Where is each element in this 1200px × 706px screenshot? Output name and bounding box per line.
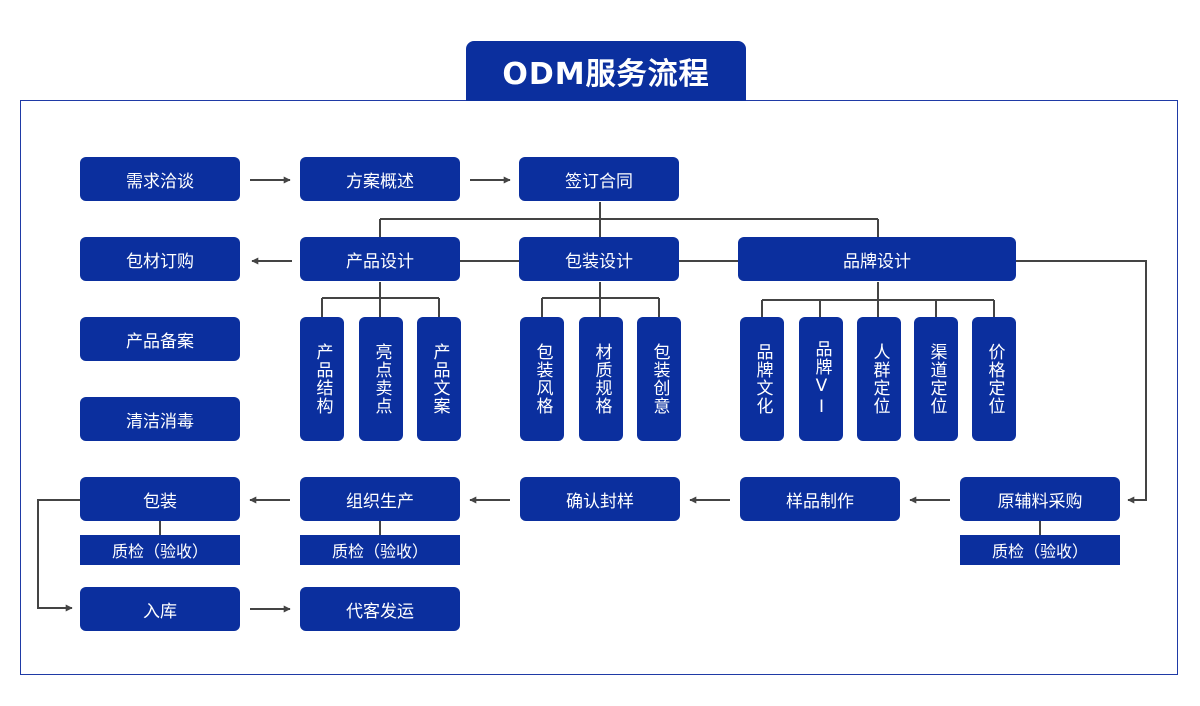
step-sign-contract: 签订合同: [519, 157, 679, 201]
packaging-style: 包装风格: [520, 317, 564, 441]
brand-culture: 品牌文化: [740, 317, 784, 441]
audience-positioning: 人群定位: [857, 317, 901, 441]
step-sample-making: 样品制作: [740, 477, 900, 521]
step-confirm-sample: 确认封样: [520, 477, 680, 521]
product-highlights: 亮点卖点: [359, 317, 403, 441]
product-structure: 产品结构: [300, 317, 344, 441]
step-packaging: 包装: [80, 477, 240, 521]
step-warehousing: 入库: [80, 587, 240, 631]
qc-raw-material: 质检（验收）: [960, 535, 1120, 565]
packaging-creative: 包装创意: [637, 317, 681, 441]
step-brand-design: 品牌设计: [738, 237, 1016, 281]
step-requirement-talk: 需求洽谈: [80, 157, 240, 201]
arrow-to-raw-material: [1016, 260, 1147, 504]
step-plan-overview: 方案概述: [300, 157, 460, 201]
step-packaging-design: 包装设计: [519, 237, 679, 281]
brand-vi: 品牌VI: [799, 317, 843, 441]
step-product-design: 产品设计: [300, 237, 460, 281]
step-product-filing: 产品备案: [80, 317, 240, 361]
step-raw-material-purchase: 原辅料采购: [960, 477, 1120, 521]
channel-positioning: 渠道定位: [914, 317, 958, 441]
packaging-material-spec: 材质规格: [579, 317, 623, 441]
step-clean-disinfect: 清洁消毒: [80, 397, 240, 441]
qc-packaging: 质检（验收）: [80, 535, 240, 565]
step-packaging-purchase: 包材订购: [80, 237, 240, 281]
page-title: ODM服务流程: [466, 41, 746, 101]
step-shipping-service: 代客发运: [300, 587, 460, 631]
qc-production: 质检（验收）: [300, 535, 460, 565]
product-copywriting: 产品文案: [417, 317, 461, 441]
step-organize-production: 组织生产: [300, 477, 460, 521]
price-positioning: 价格定位: [972, 317, 1016, 441]
arrow-to-storage: [37, 499, 80, 612]
